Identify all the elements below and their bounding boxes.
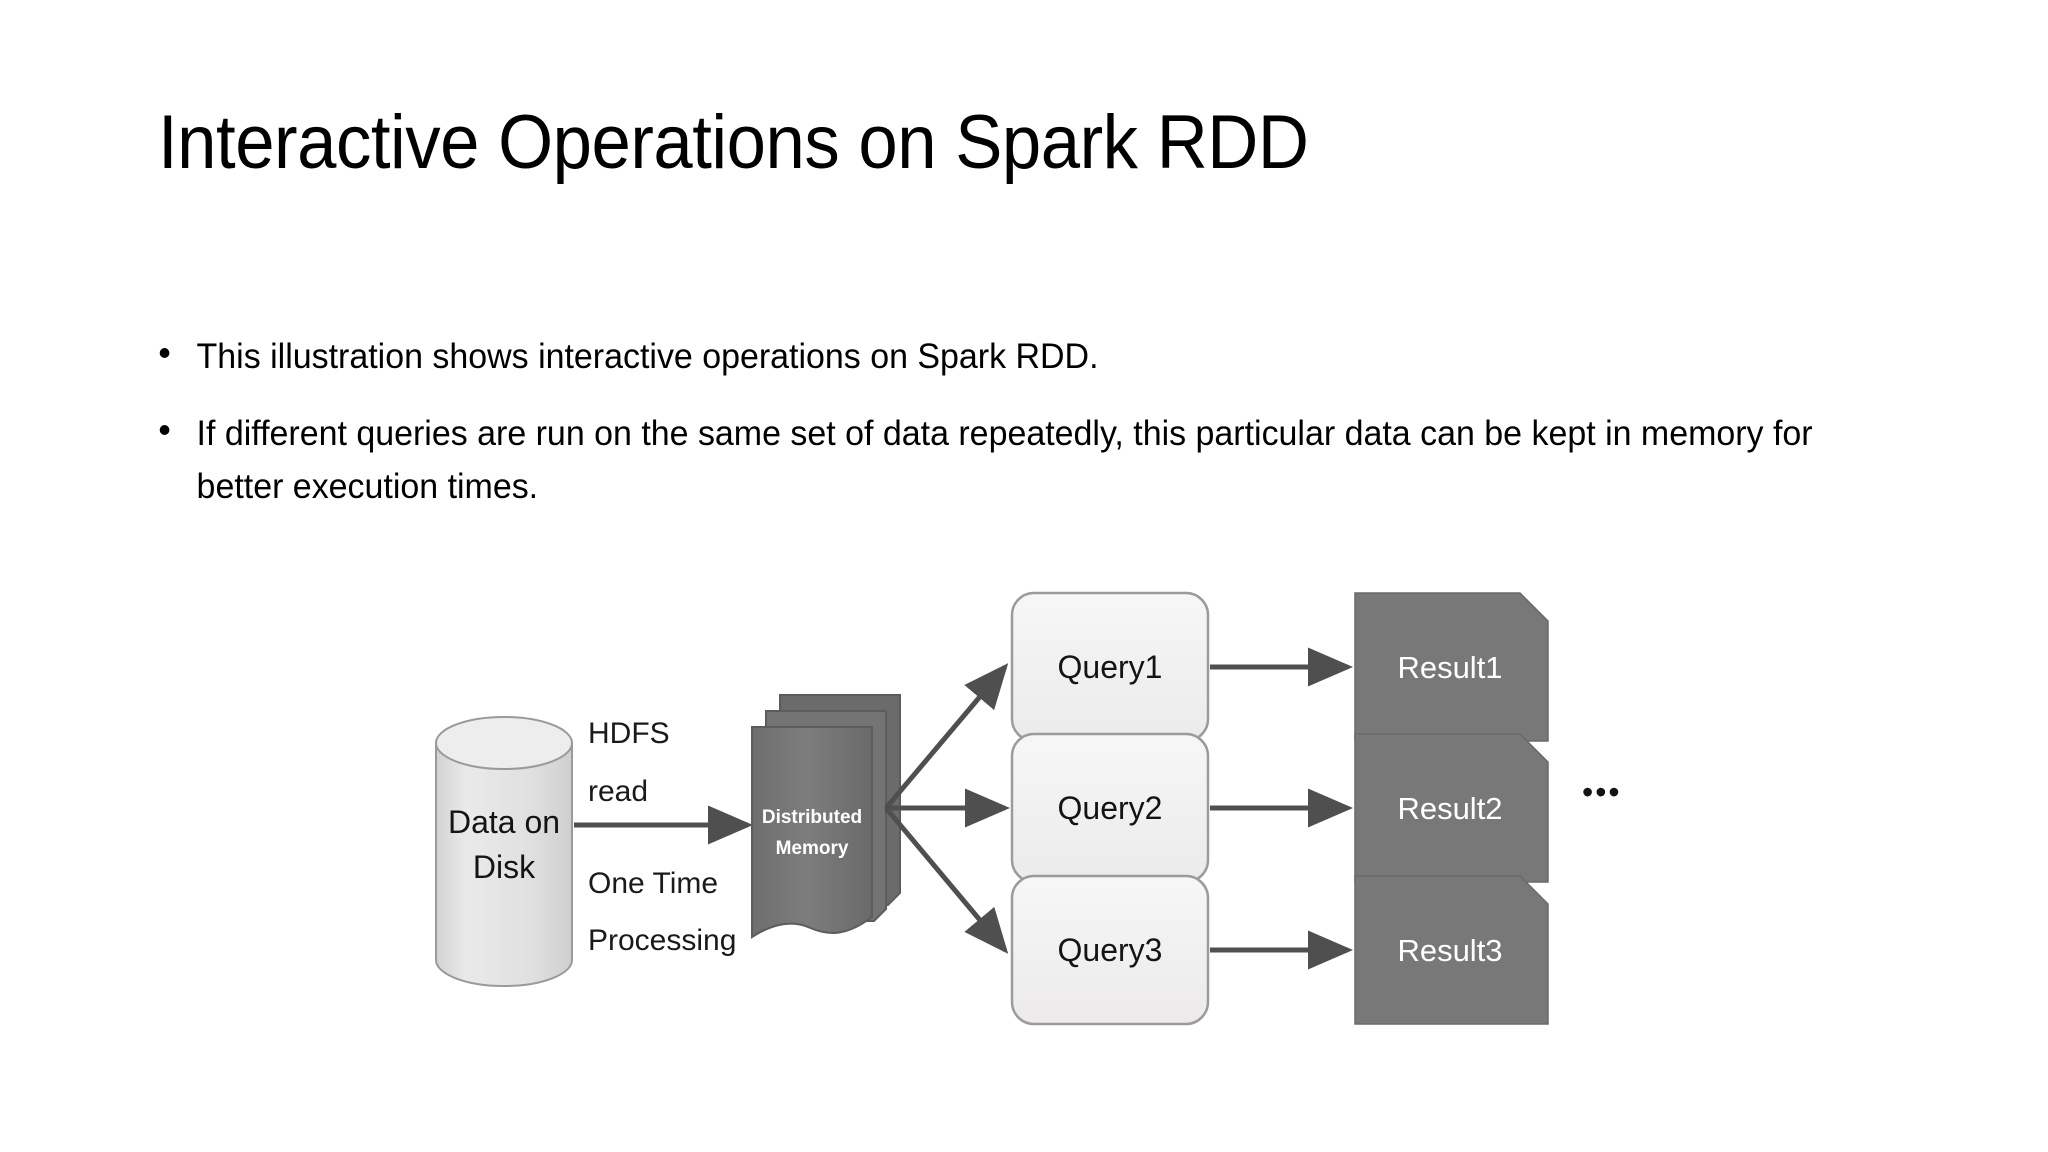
hdfs-read-line1: HDFS	[588, 717, 670, 750]
bullet-text: If different queries are run on the same…	[196, 414, 1813, 507]
bullet-dot-icon	[159, 424, 170, 435]
query1-node: Query1	[1010, 591, 1210, 743]
hdfs-read-label: HDFS read	[588, 717, 670, 808]
result1-node: Result1	[1354, 592, 1549, 742]
list-item: This illustration shows interactive oper…	[150, 330, 1896, 383]
query2-node: Query2	[1010, 732, 1210, 884]
query3-node: Query3	[1010, 874, 1210, 1026]
result3-node: Result3	[1354, 875, 1549, 1025]
result2-node: Result2	[1354, 733, 1549, 883]
distributed-memory-label-line2: Memory	[776, 838, 849, 859]
hdfs-read-line2: read	[588, 775, 648, 808]
arrow-memory-to-query3	[884, 806, 1009, 954]
query2-label: Query2	[1058, 790, 1163, 826]
result3-label: Result3	[1397, 933, 1502, 968]
data-on-disk-node: Data on Disk	[435, 716, 573, 987]
page-title: Interactive Operations on Spark RDD	[158, 100, 1309, 185]
distributed-memory-label-line1: Distributed	[762, 807, 862, 828]
query3-label: Query3	[1058, 932, 1163, 968]
query1-label: Query1	[1058, 649, 1163, 685]
distributed-memory-node: Distributed Memory	[751, 694, 901, 939]
data-on-disk-label-line2: Disk	[473, 849, 536, 885]
spark-rdd-diagram: Data on Disk HDFS read One Time Processi…	[400, 575, 1660, 1075]
result1-label: Result1	[1397, 650, 1502, 685]
one-time-processing-line2: Processing	[588, 924, 736, 957]
bullet-text: This illustration shows interactive oper…	[196, 337, 1099, 376]
arrow-memory-to-query1	[884, 663, 1009, 810]
ellipsis-more-indicator: •••	[1582, 774, 1622, 810]
one-time-processing-line1: One Time	[588, 867, 718, 900]
bullet-dot-icon	[159, 347, 170, 358]
bullet-list: This illustration shows interactive oper…	[150, 330, 1950, 514]
result2-label: Result2	[1397, 791, 1502, 826]
list-item: If different queries are run on the same…	[150, 407, 1896, 513]
one-time-processing-label: One Time Processing	[588, 867, 736, 957]
data-on-disk-label-line1: Data on	[448, 804, 560, 840]
